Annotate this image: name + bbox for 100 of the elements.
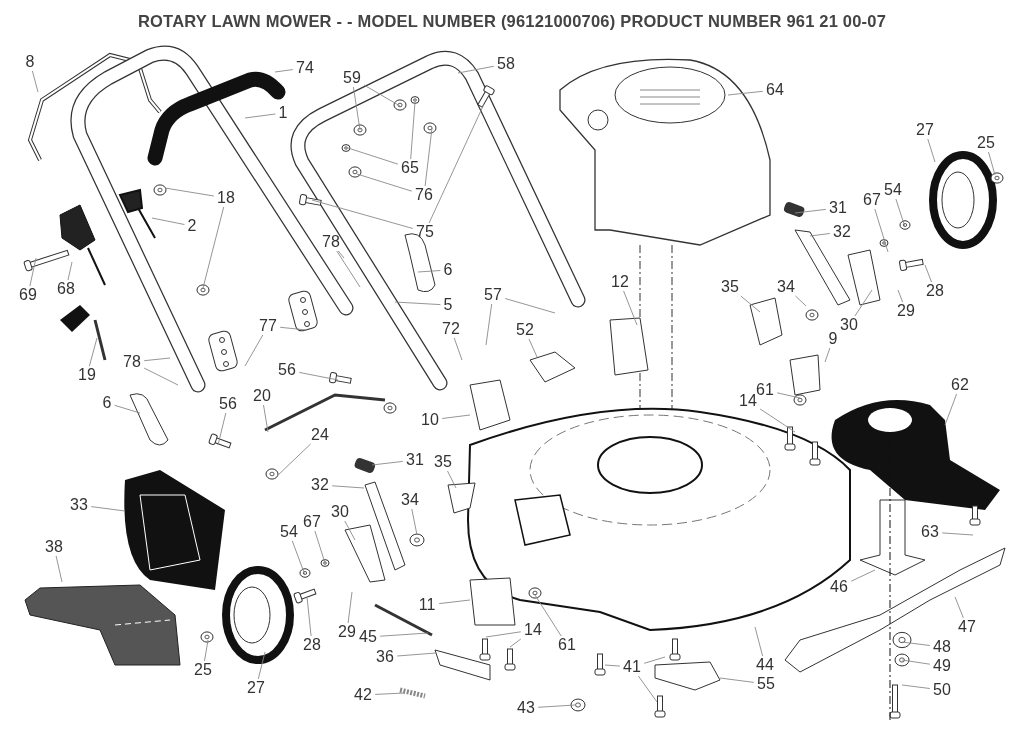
callout-number: 65 bbox=[400, 160, 420, 176]
callout-number: 45 bbox=[358, 629, 378, 645]
leader-line bbox=[306, 596, 312, 637]
leader-line bbox=[795, 295, 807, 307]
callout-number: 58 bbox=[496, 56, 516, 72]
leader-line bbox=[274, 443, 312, 479]
callout-number: 42 bbox=[353, 687, 373, 703]
callout-number: 54 bbox=[279, 524, 299, 540]
leader-line bbox=[352, 86, 361, 131]
callout-number: 78 bbox=[122, 354, 142, 370]
callout-number: 32 bbox=[310, 477, 330, 493]
leader-line bbox=[151, 217, 185, 225]
leader-line bbox=[941, 532, 974, 536]
callout-number: 33 bbox=[69, 497, 89, 513]
leader-line bbox=[534, 594, 562, 637]
leader-line bbox=[291, 540, 306, 576]
leader-line bbox=[897, 289, 904, 303]
leader-line bbox=[874, 208, 889, 253]
callout-number: 32 bbox=[832, 224, 852, 240]
leader-line bbox=[90, 506, 126, 512]
leader-line bbox=[643, 656, 666, 664]
leader-line bbox=[457, 65, 495, 74]
callout-number: 61 bbox=[557, 637, 577, 653]
callout-number: 49 bbox=[932, 658, 952, 674]
callout-number: 57 bbox=[483, 287, 503, 303]
leader-line bbox=[485, 303, 493, 346]
leader-line bbox=[374, 692, 406, 695]
callout-number: 43 bbox=[516, 700, 536, 716]
leader-line bbox=[331, 485, 365, 489]
callout-number: 34 bbox=[776, 279, 796, 295]
leader-line bbox=[356, 173, 413, 192]
leader-line bbox=[67, 261, 73, 281]
callout-number: 5 bbox=[442, 297, 454, 313]
callout-number: 29 bbox=[896, 303, 916, 319]
leader-line bbox=[417, 270, 441, 273]
callout-number: 25 bbox=[976, 135, 996, 151]
leader-line bbox=[263, 404, 269, 433]
callout-number: 35 bbox=[433, 454, 453, 470]
leader-line bbox=[411, 508, 418, 536]
leader-line bbox=[447, 470, 457, 489]
leader-line bbox=[143, 357, 171, 362]
leader-line bbox=[244, 334, 264, 367]
callout-number: 27 bbox=[246, 680, 266, 696]
leader-line bbox=[164, 187, 215, 197]
leader-line bbox=[754, 626, 764, 657]
leader-line bbox=[604, 664, 621, 667]
callout-number: 30 bbox=[839, 317, 859, 333]
leader-line bbox=[854, 289, 873, 317]
leader-line bbox=[55, 555, 63, 583]
leader-line bbox=[298, 371, 339, 381]
leader-line bbox=[347, 591, 353, 624]
callout-number: 10 bbox=[420, 412, 440, 428]
leader-line bbox=[88, 337, 98, 367]
leader-line bbox=[336, 250, 361, 288]
leader-line bbox=[244, 113, 276, 119]
callout-number: 41 bbox=[622, 659, 642, 675]
leader-line bbox=[438, 599, 471, 605]
leader-line bbox=[537, 704, 576, 708]
callout-number: 24 bbox=[310, 427, 330, 443]
callout-number: 72 bbox=[441, 321, 461, 337]
callout-number: 46 bbox=[829, 579, 849, 595]
callout-number: 67 bbox=[302, 514, 322, 530]
leader-line bbox=[901, 641, 931, 646]
callout-number: 6 bbox=[442, 262, 454, 278]
leader-line bbox=[311, 199, 414, 229]
leader-line bbox=[314, 530, 326, 564]
leader-line bbox=[441, 414, 471, 419]
leader-line bbox=[504, 298, 556, 314]
leader-line bbox=[719, 677, 755, 683]
leader-line bbox=[428, 103, 485, 224]
leader-line bbox=[410, 101, 416, 160]
diagram-title: ROTARY LAWN MOWER - - MODEL NUMBER (96121000706) PRODUCT NUMBER 961 21 00-07 bbox=[136, 12, 888, 31]
callout-number: 35 bbox=[720, 279, 740, 295]
leader-line bbox=[114, 404, 141, 414]
callout-number: 30 bbox=[330, 504, 350, 520]
callout-number: 1 bbox=[277, 105, 289, 121]
callout-number: 56 bbox=[277, 362, 297, 378]
leader-line bbox=[257, 651, 266, 680]
callout-number: 50 bbox=[932, 682, 952, 698]
leader-line bbox=[637, 675, 658, 703]
callout-number: 77 bbox=[258, 318, 278, 334]
callout-number: 56 bbox=[218, 396, 238, 412]
leader-line bbox=[809, 233, 831, 237]
callout-number: 27 bbox=[915, 122, 935, 138]
leader-line bbox=[485, 631, 522, 638]
callout-number: 34 bbox=[400, 492, 420, 508]
leader-line bbox=[988, 151, 996, 176]
leader-line bbox=[347, 147, 399, 165]
leader-line bbox=[776, 392, 801, 399]
callout-number: 31 bbox=[828, 200, 848, 216]
callout-number: 28 bbox=[302, 637, 322, 653]
leader-line bbox=[509, 638, 522, 648]
callout-number: 6 bbox=[101, 395, 113, 411]
callout-number: 76 bbox=[414, 187, 434, 203]
callout-number: 78 bbox=[321, 234, 341, 250]
leader-line bbox=[850, 569, 876, 582]
leader-line bbox=[424, 127, 433, 187]
leader-line bbox=[528, 338, 538, 358]
leader-line bbox=[924, 264, 932, 283]
callout-number: 55 bbox=[756, 676, 776, 692]
